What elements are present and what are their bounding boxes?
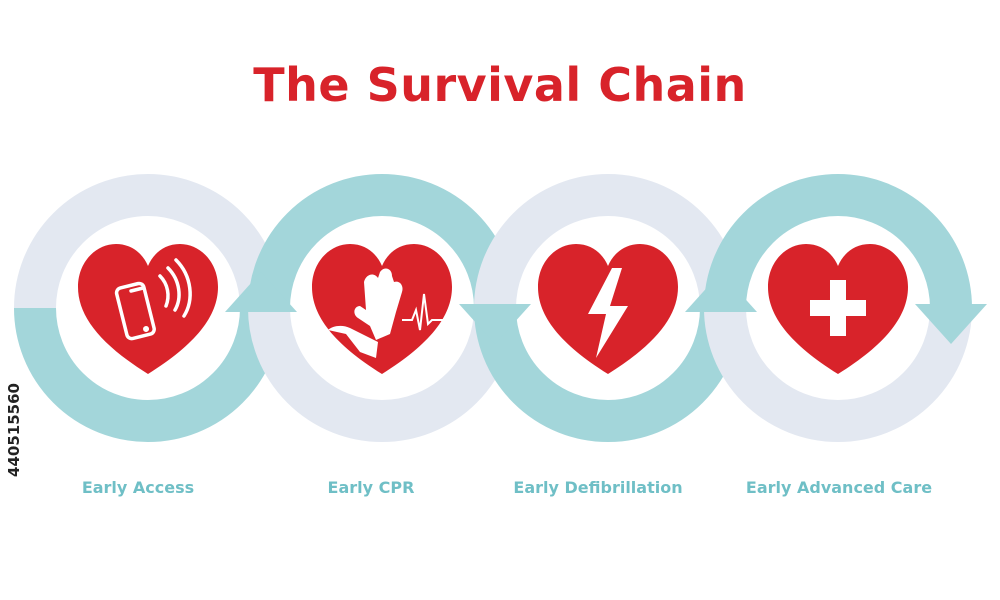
step-1-heart (78, 244, 218, 374)
step-label-early-cpr: Early CPR (327, 478, 415, 497)
ring-2-upper-arc (248, 174, 516, 308)
ring-1-upper-arc (14, 174, 282, 308)
lightning-bolt-icon (588, 268, 628, 358)
chain-arrowheads (225, 272, 987, 344)
arrowhead-down-4 (915, 304, 987, 344)
arrowhead-up-1 (225, 272, 297, 312)
ring-1-lower-arc (14, 308, 282, 442)
ring-4-upper-arc (704, 174, 972, 308)
step-label-early-advanced-care: Early Advanced Care (745, 478, 933, 497)
step-label-early-access: Early Access (81, 478, 195, 497)
page-title: The Survival Chain (253, 58, 747, 112)
ring-3-lower-arc (474, 308, 742, 442)
ringing-phone-icon (114, 258, 192, 341)
ring-2-lower-arc (248, 308, 516, 442)
chain-rings (14, 174, 972, 442)
arrowhead-up-3 (685, 272, 757, 312)
step-2-heart (312, 244, 452, 374)
ring-3-upper-arc (474, 174, 742, 308)
stock-id-watermark: 440515560 (2, 360, 26, 500)
step-label-early-defibrillation: Early Defibrillation (513, 478, 683, 497)
stock-id-text: 440515560 (5, 383, 23, 477)
step-3-heart (538, 244, 678, 374)
step-4-heart (768, 244, 908, 374)
arrowhead-down-2 (459, 304, 531, 344)
ring-4-lower-arc (704, 308, 972, 442)
medical-cross-icon (810, 280, 866, 336)
cpr-hands-icon (328, 268, 444, 358)
